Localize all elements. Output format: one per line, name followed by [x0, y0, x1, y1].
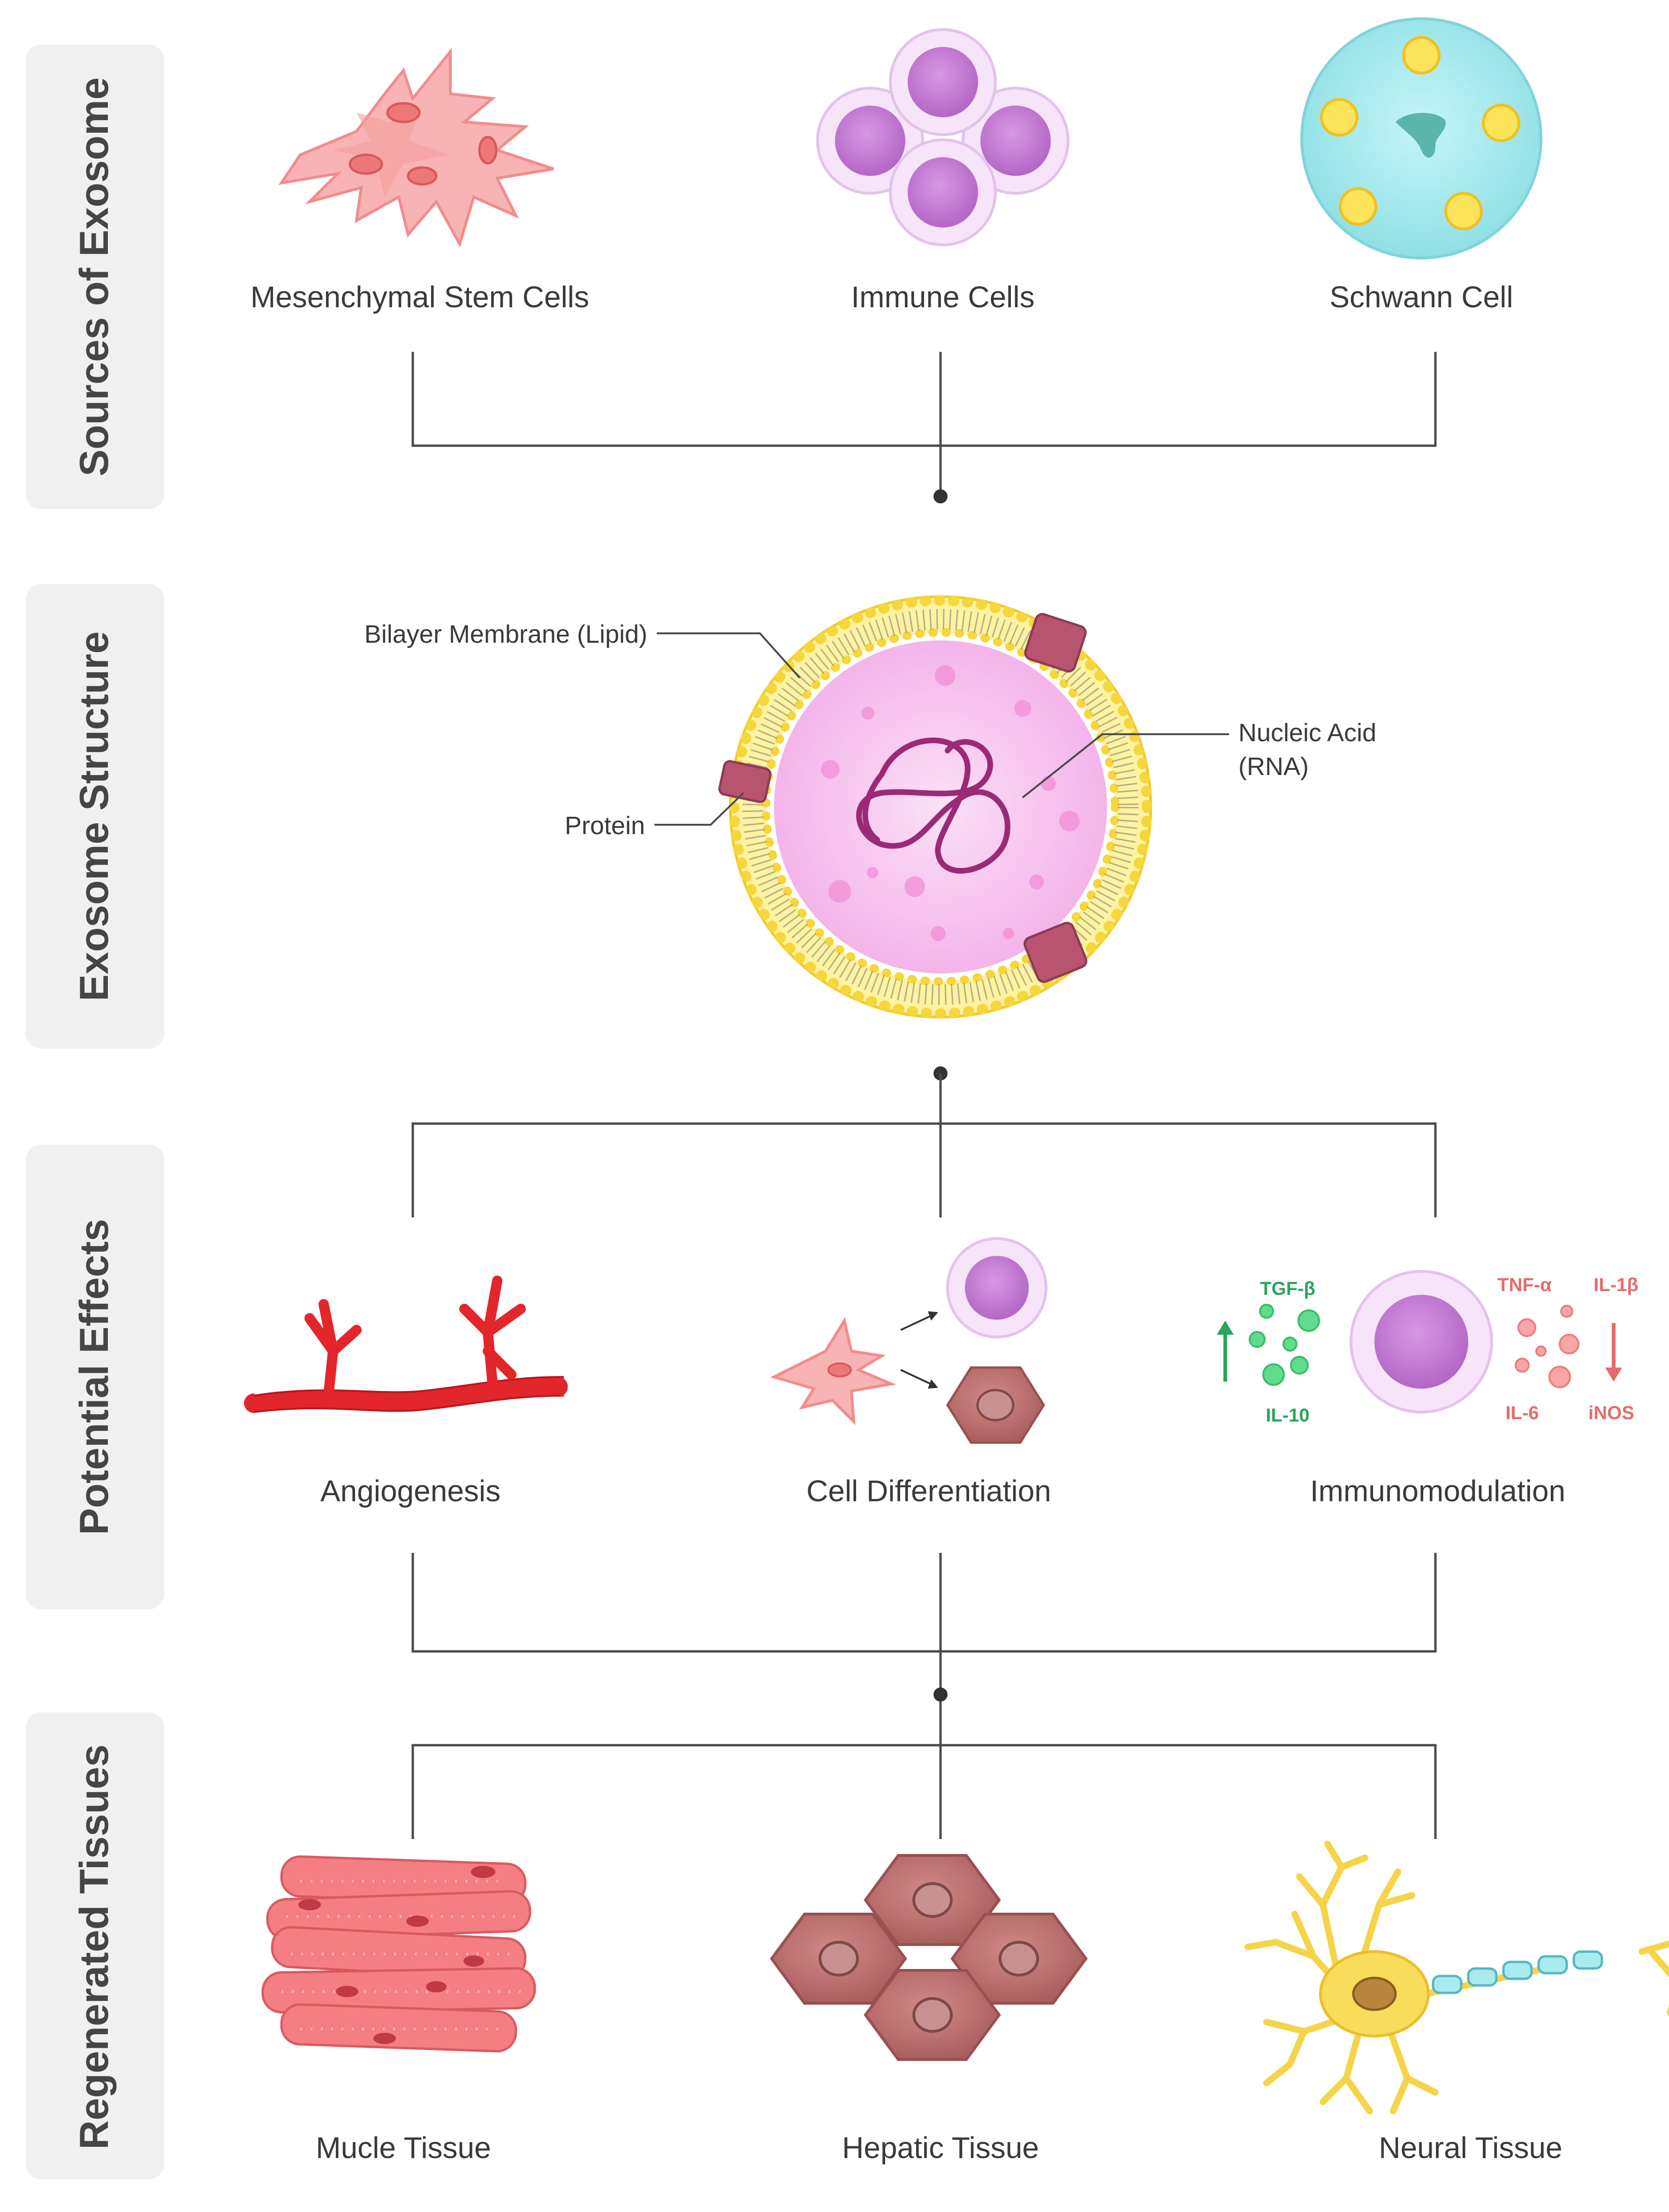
section-panel-tissues: Regenerated Tissues [26, 1712, 164, 2179]
schwann-cell-illustration [1300, 17, 1542, 259]
hepatic-tissue-illustration [770, 1854, 1088, 2061]
label-immunomodulation: Immunomodulation [1310, 1474, 1565, 1508]
section-title-tissues: Regenerated Tissues [72, 1744, 117, 2150]
cytokine-il-10: IL-10 [1266, 1405, 1309, 1426]
label-muscle-tissue: Mucle Tissue [316, 2131, 491, 2165]
section-panel-effects: Potential Effects [26, 1145, 164, 1609]
label-angiogenesis: Angiogenesis [320, 1474, 501, 1508]
immune-cells-illustration [816, 28, 1070, 246]
cytokine-il-1beta: IL-1β [1593, 1275, 1639, 1295]
connector-sources [411, 352, 1437, 503]
section-title-structure: Exosome Structure [72, 631, 117, 1002]
angiogenesis-illustration [244, 1276, 568, 1413]
section-panel-sources: Sources of Exosome [26, 45, 164, 509]
label-cell-differentiation: Cell Differentiation [806, 1474, 1051, 1508]
label-immune: Immune Cells [851, 280, 1034, 314]
neural-tissue-illustration [1244, 1840, 1669, 2114]
cell-differentiation-illustration [770, 1237, 1047, 1444]
cytokine-tnf-alpha: TNF-α [1497, 1275, 1552, 1295]
label-bilayer-membrane: Bilayer Membrane (Lipid) [364, 620, 647, 648]
exosome-illustration [718, 595, 1152, 1019]
cytokine-tgf-beta: TGF-β [1260, 1278, 1315, 1299]
label-nucleic-acid: Nucleic Acid [1238, 719, 1376, 747]
cytokine-il-6: IL-6 [1505, 1403, 1539, 1423]
section-panel-structure: Exosome Structure [26, 584, 164, 1049]
section-title-sources: Sources of Exosome [72, 77, 117, 477]
muscle-tissue-illustration [261, 1855, 536, 2052]
section-title-effects: Potential Effects [72, 1219, 117, 1535]
immunomodulation-illustration [1217, 1270, 1622, 1414]
label-mesenchymal: Mesenchymal Stem Cells [250, 280, 589, 314]
mesenchymal-stem-cells-illustration [278, 47, 554, 248]
cytokine-inos: iNOS [1588, 1403, 1634, 1423]
label-protein: Protein [565, 812, 645, 840]
connector-tissues [411, 1553, 1437, 1839]
label-nucleic-acid-rna: (RNA) [1238, 753, 1309, 781]
label-hepatic-tissue: Hepatic Tissue [842, 2131, 1039, 2165]
label-schwann: Schwann Cell [1329, 280, 1513, 314]
label-neural-tissue: Neural Tissue [1379, 2131, 1562, 2165]
connector-effects [411, 1066, 1437, 1217]
